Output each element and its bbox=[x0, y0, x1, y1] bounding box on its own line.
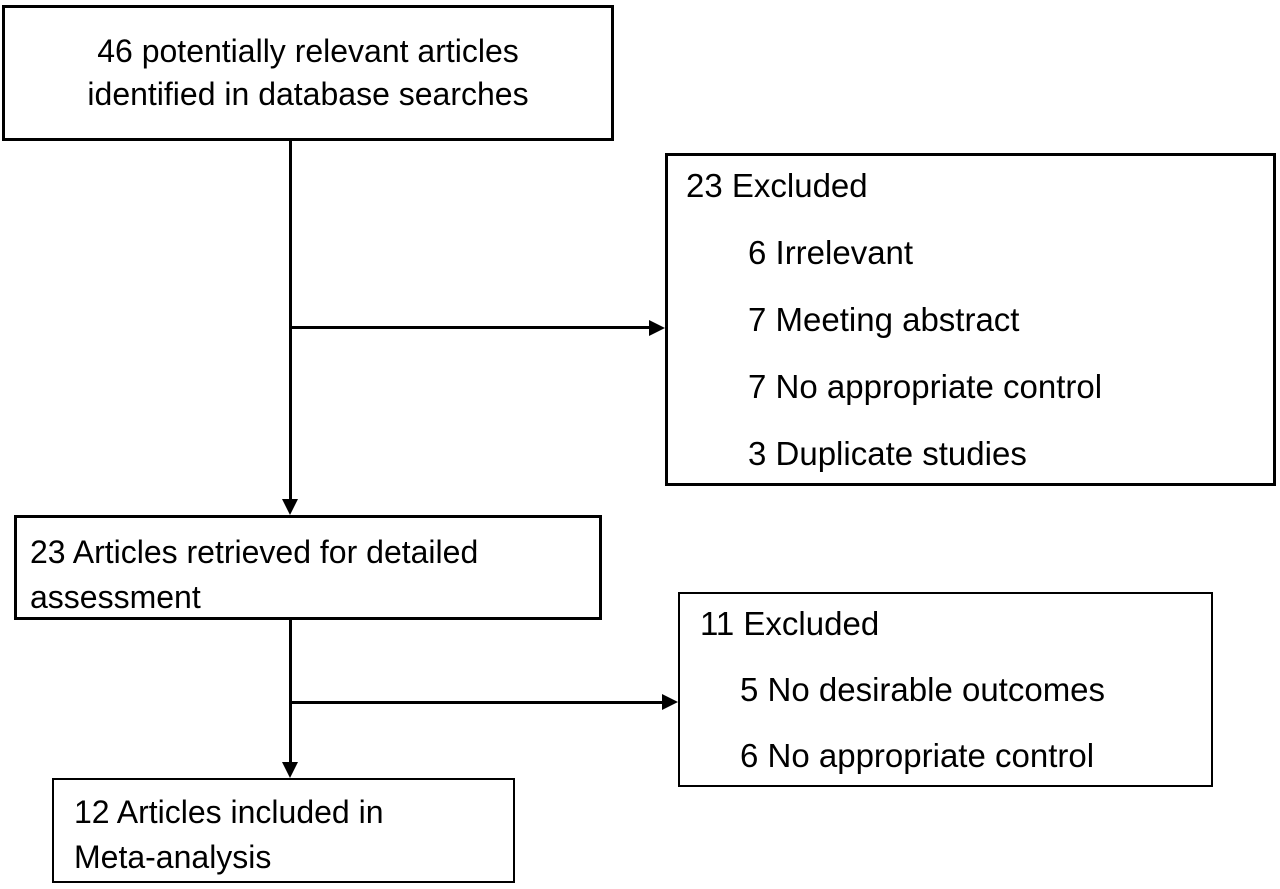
connector-branch-to-excluded-second bbox=[290, 701, 662, 704]
arrowhead-down-retrieved-icon bbox=[282, 499, 298, 515]
connector-branch-to-excluded-first bbox=[290, 326, 650, 329]
arrowhead-right-excluded-first-icon bbox=[649, 320, 665, 336]
connector-retrieved-to-included bbox=[289, 620, 292, 763]
excluded-assessment-title: 11 Excluded bbox=[700, 605, 880, 642]
box-articles-included-line1: 12 Articles included in bbox=[74, 794, 384, 830]
excluded-screening-item: 7 No appropriate control bbox=[748, 368, 1103, 405]
box-articles-included-line2: Meta-analysis bbox=[74, 839, 272, 875]
box-articles-retrieved-line2: assessment bbox=[30, 579, 201, 615]
connector-identified-to-retrieved bbox=[289, 141, 292, 500]
box-articles-identified-line2: identified in database searches bbox=[87, 76, 529, 112]
excluded-screening-item: 6 Irrelevant bbox=[748, 234, 914, 271]
excluded-screening-item: 7 Meeting abstract bbox=[748, 301, 1020, 338]
box-articles-retrieved-line1: 23 Articles retrieved for detailed bbox=[30, 534, 479, 570]
excluded-assessment-item: 5 No desirable outcomes bbox=[740, 671, 1106, 708]
excluded-assessment-item: 6 No appropriate control bbox=[740, 737, 1095, 774]
box-articles-identified-line1: 46 potentially relevant articles bbox=[97, 33, 519, 69]
excluded-screening-item: 3 Duplicate studies bbox=[748, 435, 1027, 472]
arrowhead-right-excluded-second-icon bbox=[662, 694, 678, 710]
arrowhead-down-included-icon bbox=[282, 762, 298, 778]
excluded-screening-title: 23 Excluded bbox=[686, 167, 868, 204]
box-excluded-screening: 23 Excluded 6 Irrelevant 7 Meeting abstr… bbox=[665, 153, 1276, 486]
box-articles-included: 12 Articles included in Meta-analysis bbox=[52, 778, 515, 883]
box-excluded-assessment: 11 Excluded 5 No desirable outcomes 6 No… bbox=[678, 592, 1213, 787]
box-articles-identified: 46 potentially relevant articles identif… bbox=[2, 5, 614, 141]
box-articles-retrieved: 23 Articles retrieved for detailed asses… bbox=[14, 515, 602, 620]
